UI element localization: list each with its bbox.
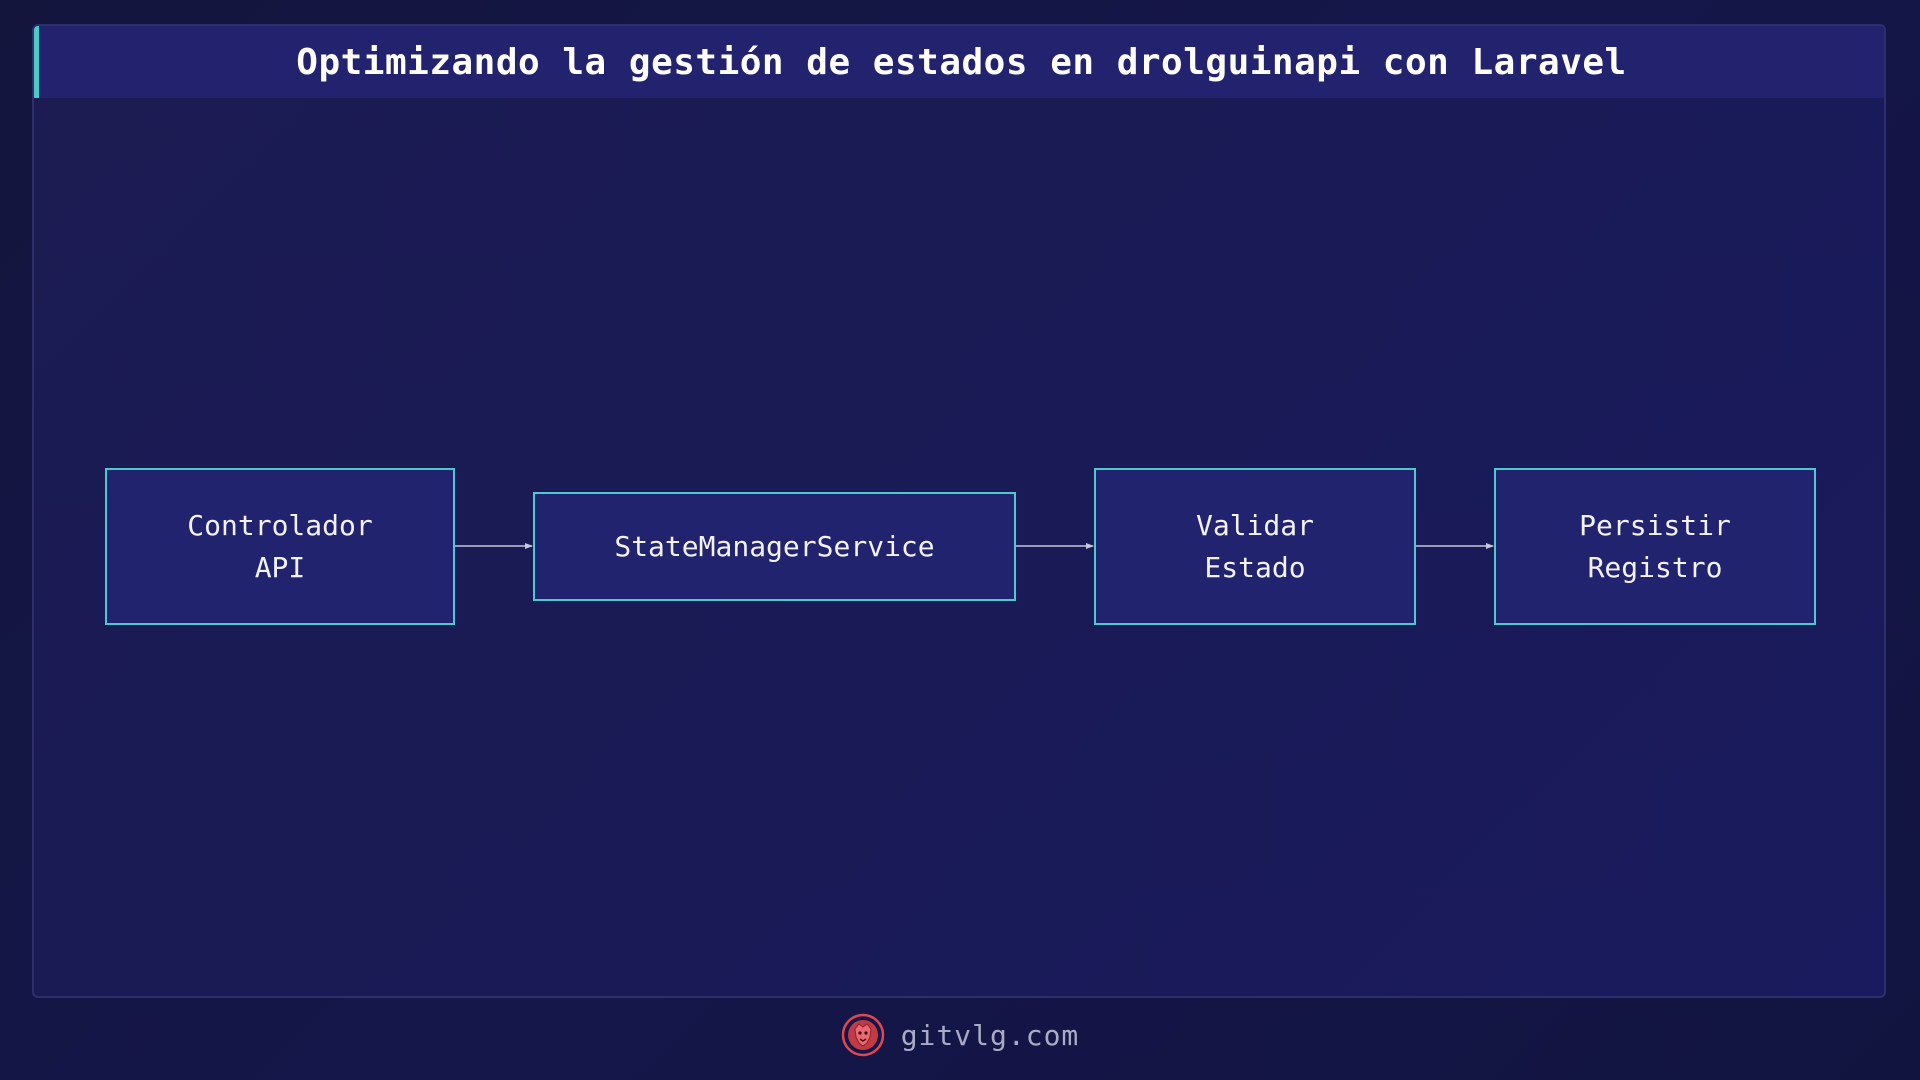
node-label-line: API	[254, 550, 306, 584]
node-label-line: Validar	[1195, 508, 1314, 542]
node-label-line: StateManagerService	[614, 529, 935, 563]
node-service: StateManagerService	[533, 492, 1016, 601]
node-label-line: Estado	[1204, 550, 1306, 584]
footer-site-link[interactable]: gitvlg.com	[900, 1018, 1080, 1052]
page-title: Optimizando la gestión de estados en dro…	[296, 41, 1627, 83]
node-label-line: Controlador	[187, 508, 373, 542]
footer: gitvlg.com	[0, 1010, 1920, 1060]
lion-head-icon	[841, 1013, 884, 1057]
node-label-line: Persistir	[1579, 508, 1731, 542]
title-bar: Optimizando la gestión de estados en dro…	[34, 26, 1884, 98]
node-label-line: Registro	[1587, 550, 1723, 584]
